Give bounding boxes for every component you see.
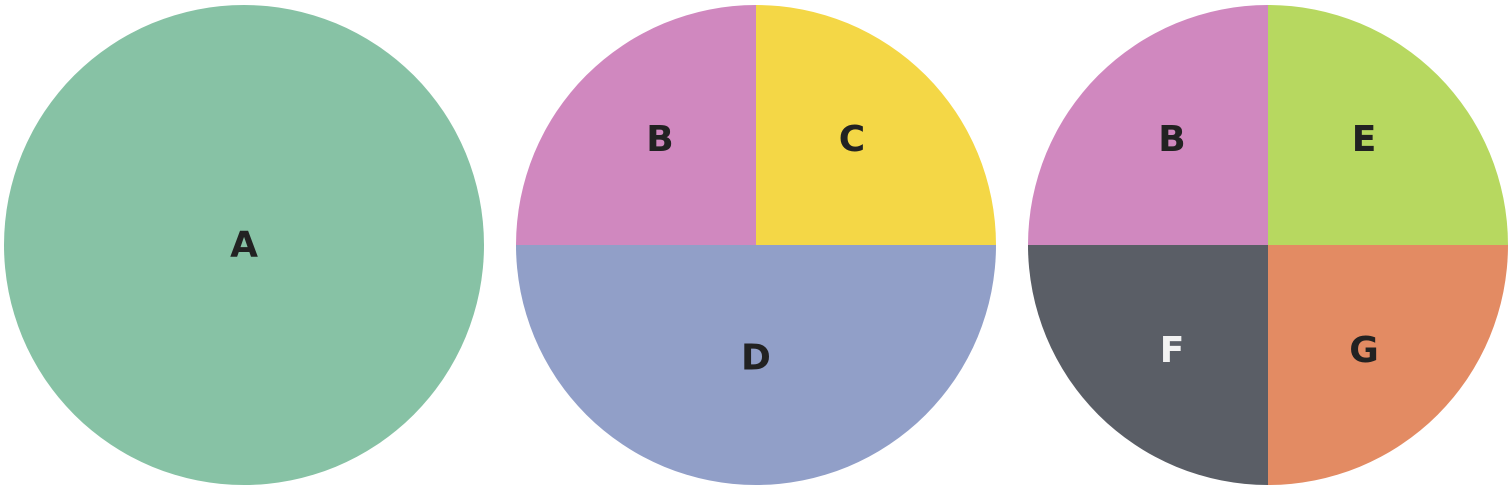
pie-chart-bcd: C D B (516, 5, 996, 485)
slice-label-b: B (646, 119, 673, 160)
pie-slice-c (756, 5, 996, 245)
pie-slice-b (1028, 5, 1268, 245)
pie-chart-befg: E G F B (1028, 5, 1508, 485)
pie-slice-e (1268, 5, 1508, 245)
pie-slice-a (4, 5, 484, 485)
slice-label-b: B (1158, 119, 1185, 160)
pie-slice-d (516, 245, 996, 485)
pie-slice-b (516, 5, 756, 245)
pie-chart-a: A (4, 5, 484, 485)
slice-label-e: E (1352, 119, 1377, 160)
slice-label-d: D (741, 337, 771, 378)
slice-label-a: A (230, 225, 258, 266)
slice-label-c: C (839, 119, 865, 160)
pie-slice-g (1268, 245, 1508, 485)
pie-slice-f (1028, 245, 1268, 485)
slice-label-f: F (1160, 330, 1185, 371)
slice-label-g: G (1349, 330, 1379, 371)
